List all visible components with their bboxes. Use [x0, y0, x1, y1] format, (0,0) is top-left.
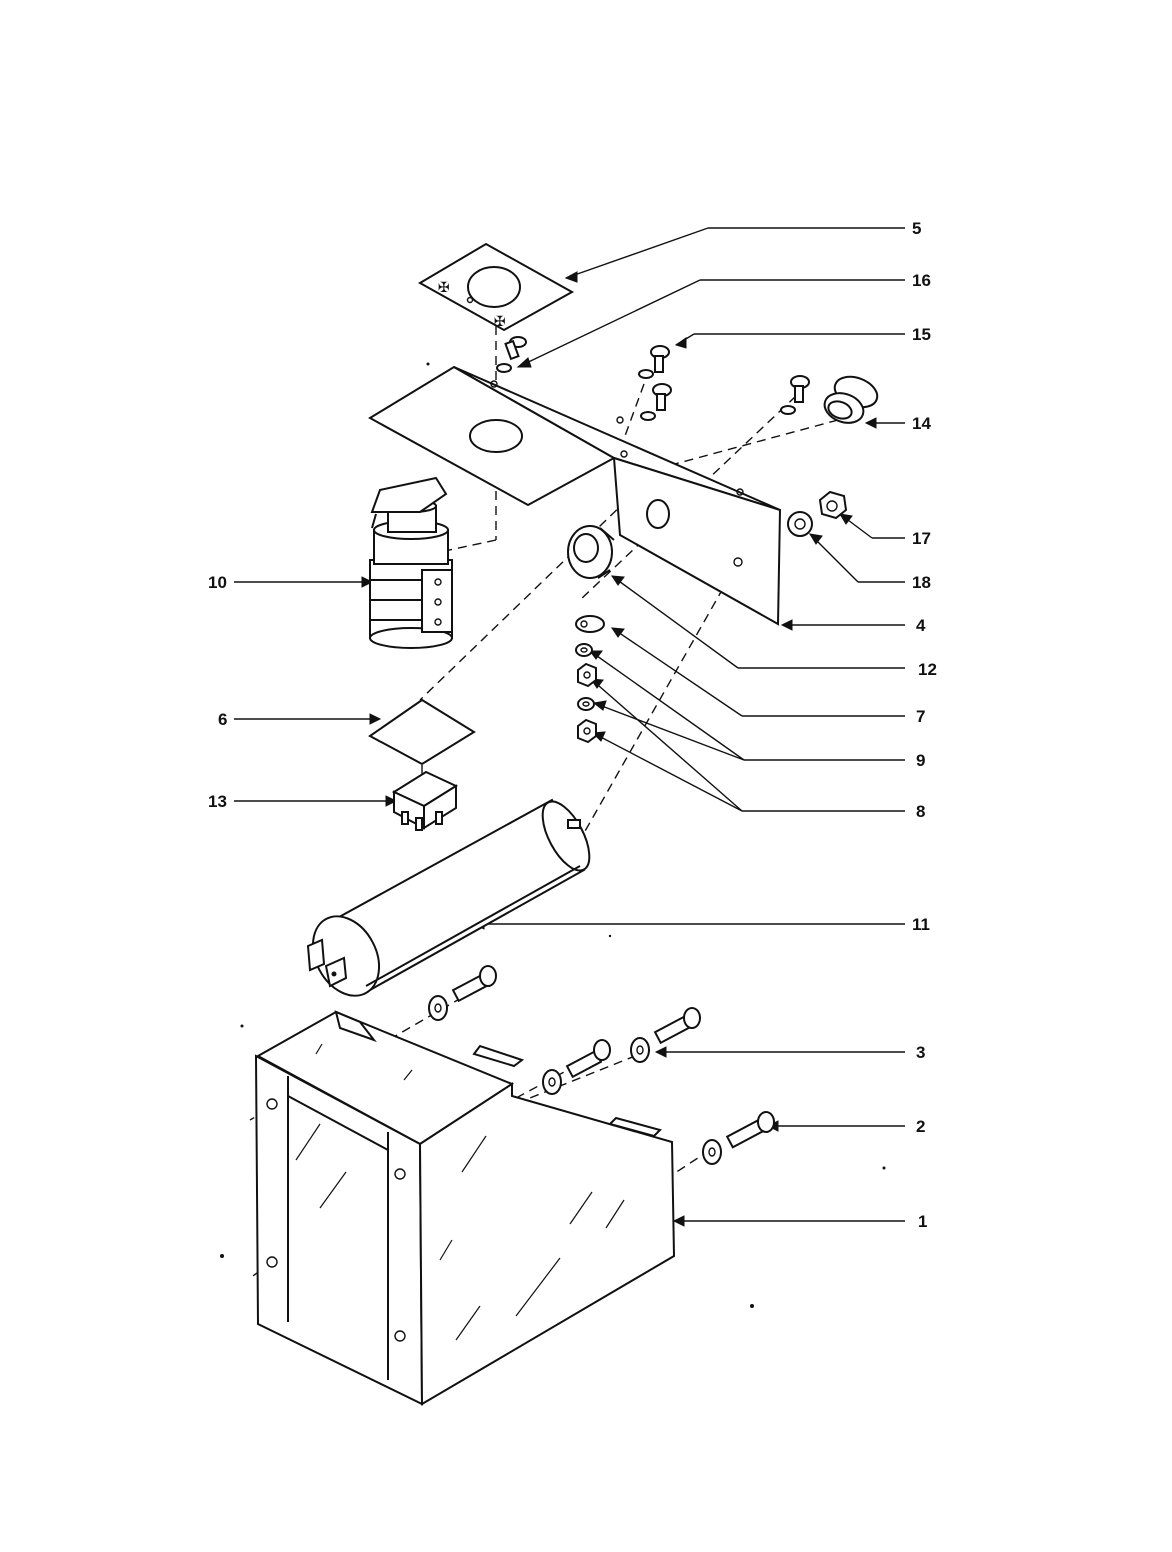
callout-9: 9 [916, 751, 925, 770]
part-13-terminal-block [394, 772, 456, 830]
callout-10: 10 [208, 573, 227, 592]
part-10-rotary-switch [370, 478, 452, 648]
part-8-nut-upper [578, 664, 596, 686]
part-2-screw [703, 1112, 774, 1164]
part-6-gasket [370, 700, 474, 764]
callout-14: 14 [912, 414, 931, 433]
callout-2: 2 [916, 1117, 925, 1136]
callout-7: 7 [916, 707, 925, 726]
svg-text:✠: ✠ [494, 314, 506, 330]
callout-16: 16 [912, 271, 931, 290]
callout-15: 15 [912, 325, 931, 344]
hardware-stack-7-9-8 [576, 616, 604, 742]
callout-8: 8 [916, 802, 925, 821]
callout-4: 4 [916, 616, 926, 635]
part-5-plate: ✠ ✠ [420, 244, 572, 330]
part-17-nut [820, 492, 846, 518]
callout-13: 13 [208, 792, 227, 811]
callout-17: 17 [912, 529, 931, 548]
part-1-housing [256, 1012, 674, 1404]
callout-3: 3 [916, 1043, 925, 1062]
part-8-nut-lower [578, 720, 596, 742]
part-18-washer [788, 512, 812, 536]
svg-text:✠: ✠ [438, 280, 450, 296]
part-12-ring-nut [568, 526, 614, 578]
part-9-washer-lower [578, 698, 594, 710]
part-11-capacitor [300, 794, 599, 1007]
callout-5: 5 [912, 219, 921, 238]
callout-12: 12 [918, 660, 937, 679]
callout-1: 1 [918, 1212, 927, 1231]
screw-mid [543, 1040, 610, 1094]
screw-top-left [429, 966, 496, 1020]
callout-18: 18 [912, 573, 931, 592]
callout-11: 11 [912, 915, 930, 934]
part-7-lug [576, 616, 604, 632]
part-9-washer-upper [576, 644, 592, 656]
part-15-screws [639, 346, 809, 420]
callout-6: 6 [218, 710, 227, 729]
